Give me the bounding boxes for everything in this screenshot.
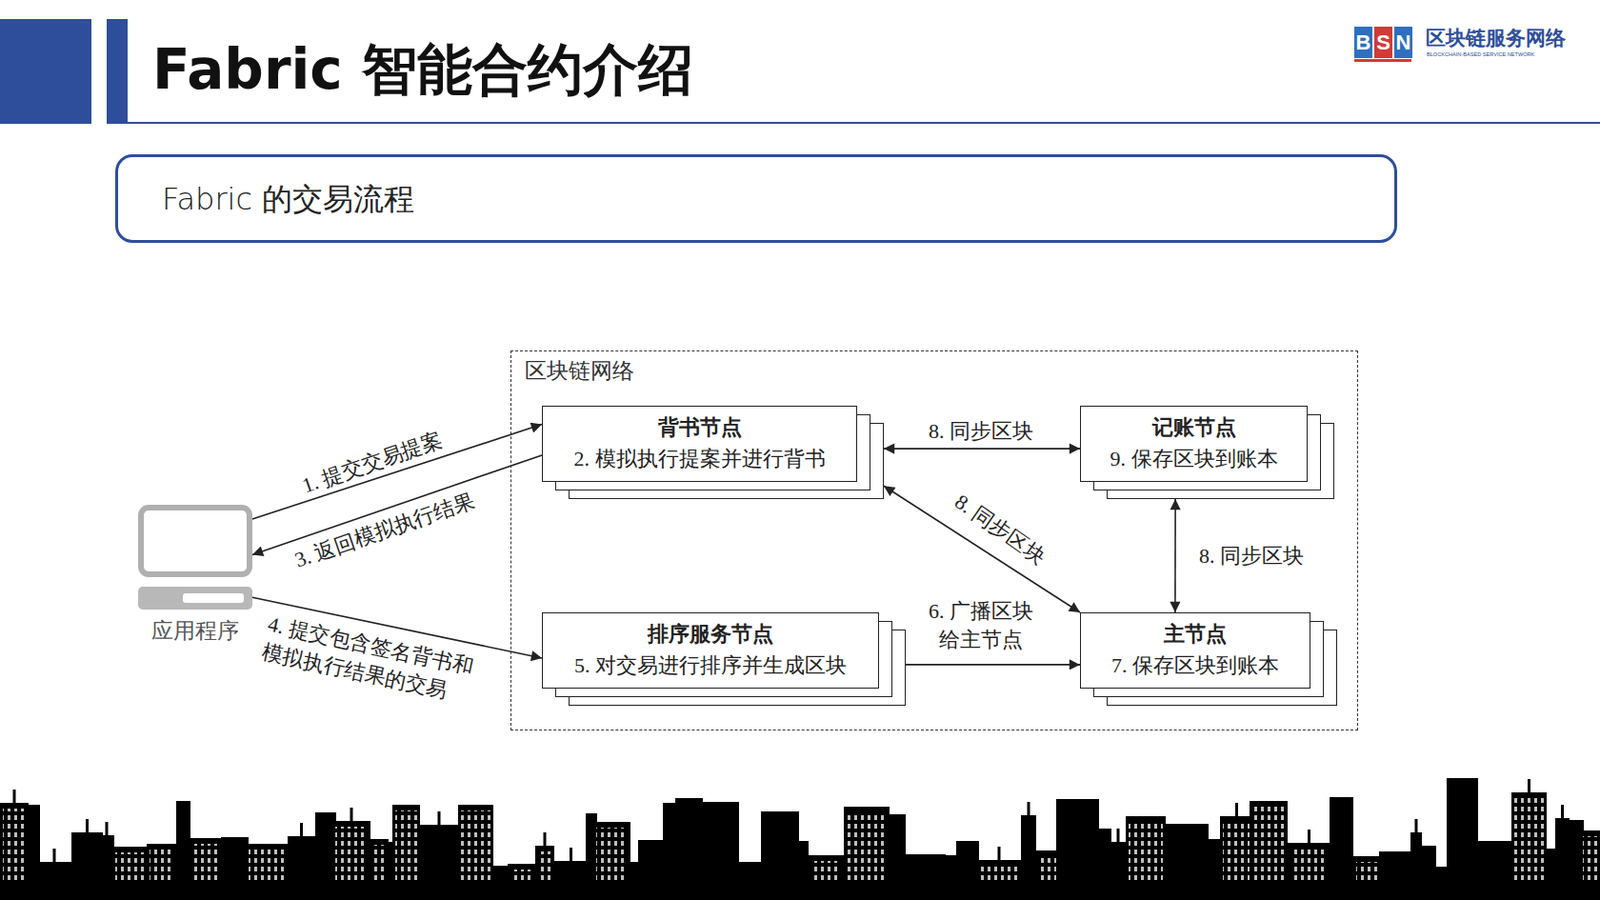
flow-arrow xyxy=(883,485,1080,613)
node-description: 9. 保存区块到账本 xyxy=(1110,442,1279,476)
slide-title: Fabric 智能合约介绍 xyxy=(152,36,694,103)
peer-node-stack: 背书节点2. 模拟执行提案并进行背书 xyxy=(541,405,884,500)
node-box: 背书节点2. 模拟执行提案并进行背书 xyxy=(541,405,858,482)
edge-label: 8. 同步区块 xyxy=(948,487,1051,572)
node-box: 记账节点9. 保存区块到账本 xyxy=(1080,405,1308,482)
flow-arrow xyxy=(883,447,1080,450)
node-title: 主节点 xyxy=(1163,619,1227,650)
edge-label: 3. 返回模拟执行结果 xyxy=(291,486,480,576)
computer-icon xyxy=(123,502,267,616)
edge-label: 4. 提交包含签名背书和 模拟执行结果的交易 xyxy=(259,610,487,713)
node-title: 记账节点 xyxy=(1152,412,1237,443)
node-box: 主节点7. 保存区块到账本 xyxy=(1080,612,1311,689)
peer-node-stack: 记账节点9. 保存区块到账本 xyxy=(1080,405,1335,500)
section-heading-box: Fabric 的交易流程 xyxy=(115,154,1398,243)
header-bar xyxy=(106,19,128,124)
logo-name: 区块链服务网络 xyxy=(1425,25,1566,50)
header-rule xyxy=(127,121,1600,124)
node-title: 排序服务节点 xyxy=(647,619,774,650)
node-title: 背书节点 xyxy=(658,412,742,443)
logo-subtitle: BLOCKCHAIN-BASED SERVICE NETWORK xyxy=(1426,51,1535,59)
logo-underline xyxy=(1354,59,1412,62)
node-box: 排序服务节点5. 对交易进行排序并生成区块 xyxy=(541,612,880,689)
header-block xyxy=(0,19,92,124)
application-node: 应用程序 xyxy=(123,502,267,656)
node-description: 2. 模拟执行提案并进行背书 xyxy=(574,442,826,476)
logo-letter: B xyxy=(1354,26,1373,59)
edge-label: 8. 同步区块 xyxy=(1199,541,1304,571)
flow-arrow xyxy=(905,663,1080,666)
edge-label: 1. 提交交易提案 xyxy=(298,425,446,501)
region-title: 区块链网络 xyxy=(524,357,635,386)
section-heading: Fabric 的交易流程 xyxy=(161,178,415,220)
edge-label: 6. 广播区块 给主节点 xyxy=(924,597,1038,655)
node-description: 7. 保存区块到账本 xyxy=(1111,649,1280,682)
logo-letter: S xyxy=(1374,26,1393,59)
edge-label: 8. 同步区块 xyxy=(928,417,1034,446)
network-region: 区块链网络背书节点2. 模拟执行提案并进行背书记账节点9. 保存区块到账本排序服… xyxy=(510,350,1359,731)
peer-node-stack: 排序服务节点5. 对交易进行排序并生成区块 xyxy=(541,612,906,706)
flow-arrow xyxy=(1174,499,1177,613)
logo-letter: N xyxy=(1394,26,1413,59)
node-description: 5. 对交易进行排序并生成区块 xyxy=(574,649,847,682)
application-label: 应用程序 xyxy=(123,617,267,646)
peer-node-stack: 主节点7. 保存区块到账本 xyxy=(1080,612,1338,706)
